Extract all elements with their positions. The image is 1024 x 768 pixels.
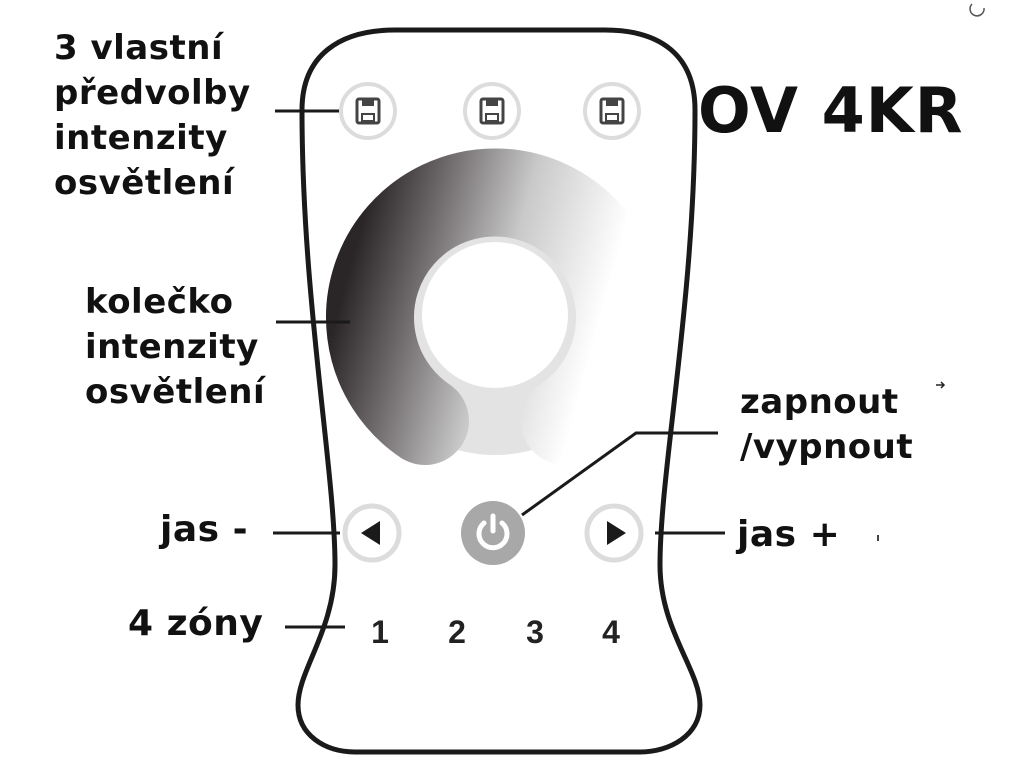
wheel-gradient-arc [326, 148, 664, 465]
zone-button-1[interactable]: 1 [371, 614, 389, 650]
power-icon [476, 513, 510, 551]
presets-label: 3 vlastní předvolby intenzity osvětlení [54, 26, 251, 206]
brightness-up-button[interactable] [584, 503, 644, 563]
zone-button-2[interactable]: 2 [448, 614, 466, 650]
power-label-line-2: /vypnout [740, 427, 914, 467]
wheel-label: kolečko intenzity osvětlení [85, 280, 265, 415]
preset-button-3[interactable] [583, 82, 641, 140]
brightness-up-label: jas + [737, 514, 841, 555]
brightness-down-button[interactable] [342, 503, 402, 563]
power-label: zapnout /vypnout [740, 380, 913, 470]
power-label-line-1: zapnout [740, 382, 899, 422]
floppy-disk-icon [479, 97, 505, 125]
zone-button-4[interactable]: 4 [602, 614, 620, 650]
power-button[interactable] [461, 501, 525, 565]
brightness-down-label: jas - [160, 509, 249, 550]
presets-label-line-4: osvětlení [54, 163, 235, 203]
wheel-center [422, 242, 568, 388]
preset-button-1[interactable] [339, 82, 397, 140]
triangle-left-icon [361, 521, 380, 545]
intensity-wheel[interactable] [326, 148, 664, 465]
power-leader-line [521, 431, 718, 517]
presets-label-line-3: intenzity [54, 118, 228, 158]
corner-mark-icon [969, 3, 985, 17]
model-name: OV 4KR [698, 74, 964, 147]
arrow-mark-icon [936, 381, 946, 389]
floppy-disk-icon [355, 97, 381, 125]
wheel-label-line-1: kolečko [85, 282, 234, 322]
wheel-label-line-3: osvětlení [85, 372, 266, 412]
presets-label-line-2: předvolby [54, 73, 251, 113]
preset-button-2[interactable] [463, 82, 521, 140]
wheel-label-line-2: intenzity [85, 327, 259, 367]
floppy-disk-icon [599, 97, 625, 125]
zones-label: 4 zóny [128, 603, 264, 644]
presets-label-line-1: 3 vlastní [54, 28, 224, 68]
triangle-right-icon [607, 521, 626, 545]
zone-button-3[interactable]: 3 [526, 614, 544, 650]
